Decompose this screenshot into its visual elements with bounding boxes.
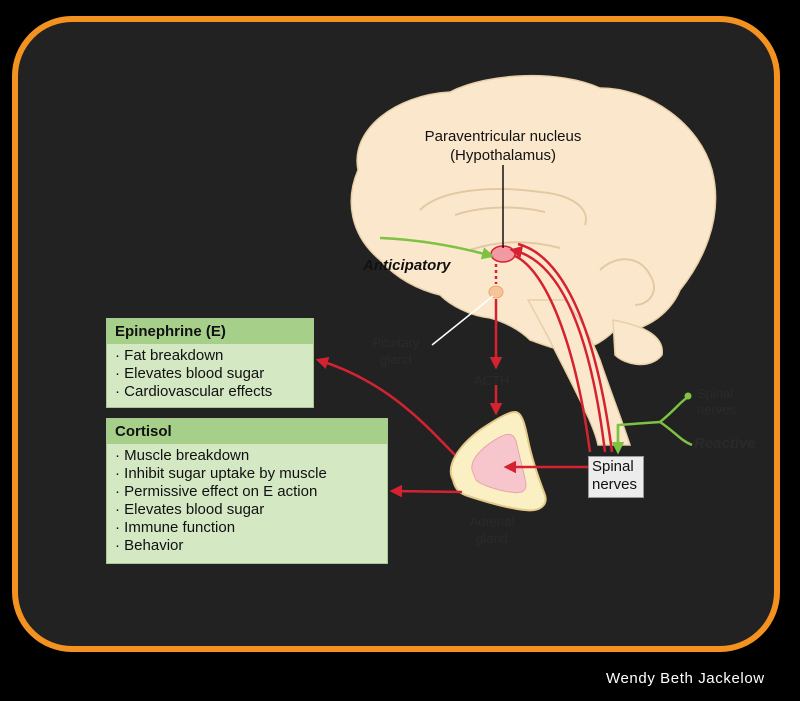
hypothalamus-label: (Hypothalamus) [450, 147, 556, 164]
pituitary-leader-line [431, 295, 494, 346]
epinephrine-box: Epinephrine (E) Fat breakdown Elevates b… [106, 318, 314, 408]
list-item: Behavior [115, 537, 387, 555]
paraventricular-nucleus-label: Paraventricular nucleus (Hypothalamus) [378, 127, 628, 165]
paraventricular-nucleus [490, 245, 516, 263]
list-item: Fat breakdown [115, 347, 313, 365]
pvn-to-spinal-line-2 [517, 242, 614, 453]
spinal-nerves-box: Spinal nerves [588, 456, 644, 498]
epinephrine-effects-list: Fat breakdown Elevates blood sugar Cardi… [107, 344, 313, 401]
spinal-nerves-label: Spinal nerves [697, 386, 736, 418]
reactive-label: Reactive [694, 435, 756, 452]
anticipatory-arrow [379, 236, 495, 260]
pituitary-label-line1: Pituitary [372, 335, 420, 350]
adrenal-label-line1: Adrenal [469, 514, 515, 529]
pituitary-gland [488, 285, 504, 299]
pituitary-gland-label: Pituitary gland [366, 334, 426, 368]
pituitary-label-line2: gland [380, 352, 412, 367]
reactive-lower-path [659, 420, 693, 447]
adrenal-label-line2: gland [476, 531, 508, 546]
artist-credit: Wendy Beth Jackelow [606, 670, 765, 687]
spinal-box-line1: Spinal [592, 458, 634, 475]
brain-inner-lines [419, 188, 655, 306]
pvn-to-spinal-line-1 [514, 254, 592, 453]
spinal-nerves-label-line1: Spinal [697, 386, 734, 401]
cortisol-title: Cortisol [107, 419, 387, 444]
list-item: Muscle breakdown [115, 447, 387, 465]
spinal-box-line2: nerves [592, 476, 638, 493]
epinephrine-title: Epinephrine (E) [107, 319, 313, 344]
adrenal-gland-label: Adrenal gland [452, 513, 532, 547]
paraventricular-label-line1: Paraventricular nucleus [424, 128, 582, 145]
spinal-to-pvn-arrow [509, 245, 607, 453]
adrenal-to-epinephrine-arrow [315, 356, 456, 456]
adrenal-to-cortisol-arrow [389, 484, 463, 498]
list-item: Permissive effect on E action [115, 483, 387, 501]
adrenal-medulla [471, 433, 527, 494]
anticipatory-label: Anticipatory [363, 257, 451, 274]
list-item: Immune function [115, 519, 387, 537]
list-item: Inhibit sugar uptake by muscle [115, 465, 387, 483]
list-item: Elevates blood sugar [115, 501, 387, 519]
list-item: Cardiovascular effects [115, 383, 313, 401]
acth-label: ACTH [474, 373, 510, 388]
list-item: Elevates blood sugar [115, 365, 313, 383]
spinal-nerves-label-line2: nerves [697, 402, 737, 417]
cortisol-effects-list: Muscle breakdown Inhibit sugar uptake by… [107, 444, 387, 555]
cortisol-box: Cortisol Muscle breakdown Inhibit sugar … [106, 418, 388, 564]
reactive-upper-dot [684, 392, 692, 400]
